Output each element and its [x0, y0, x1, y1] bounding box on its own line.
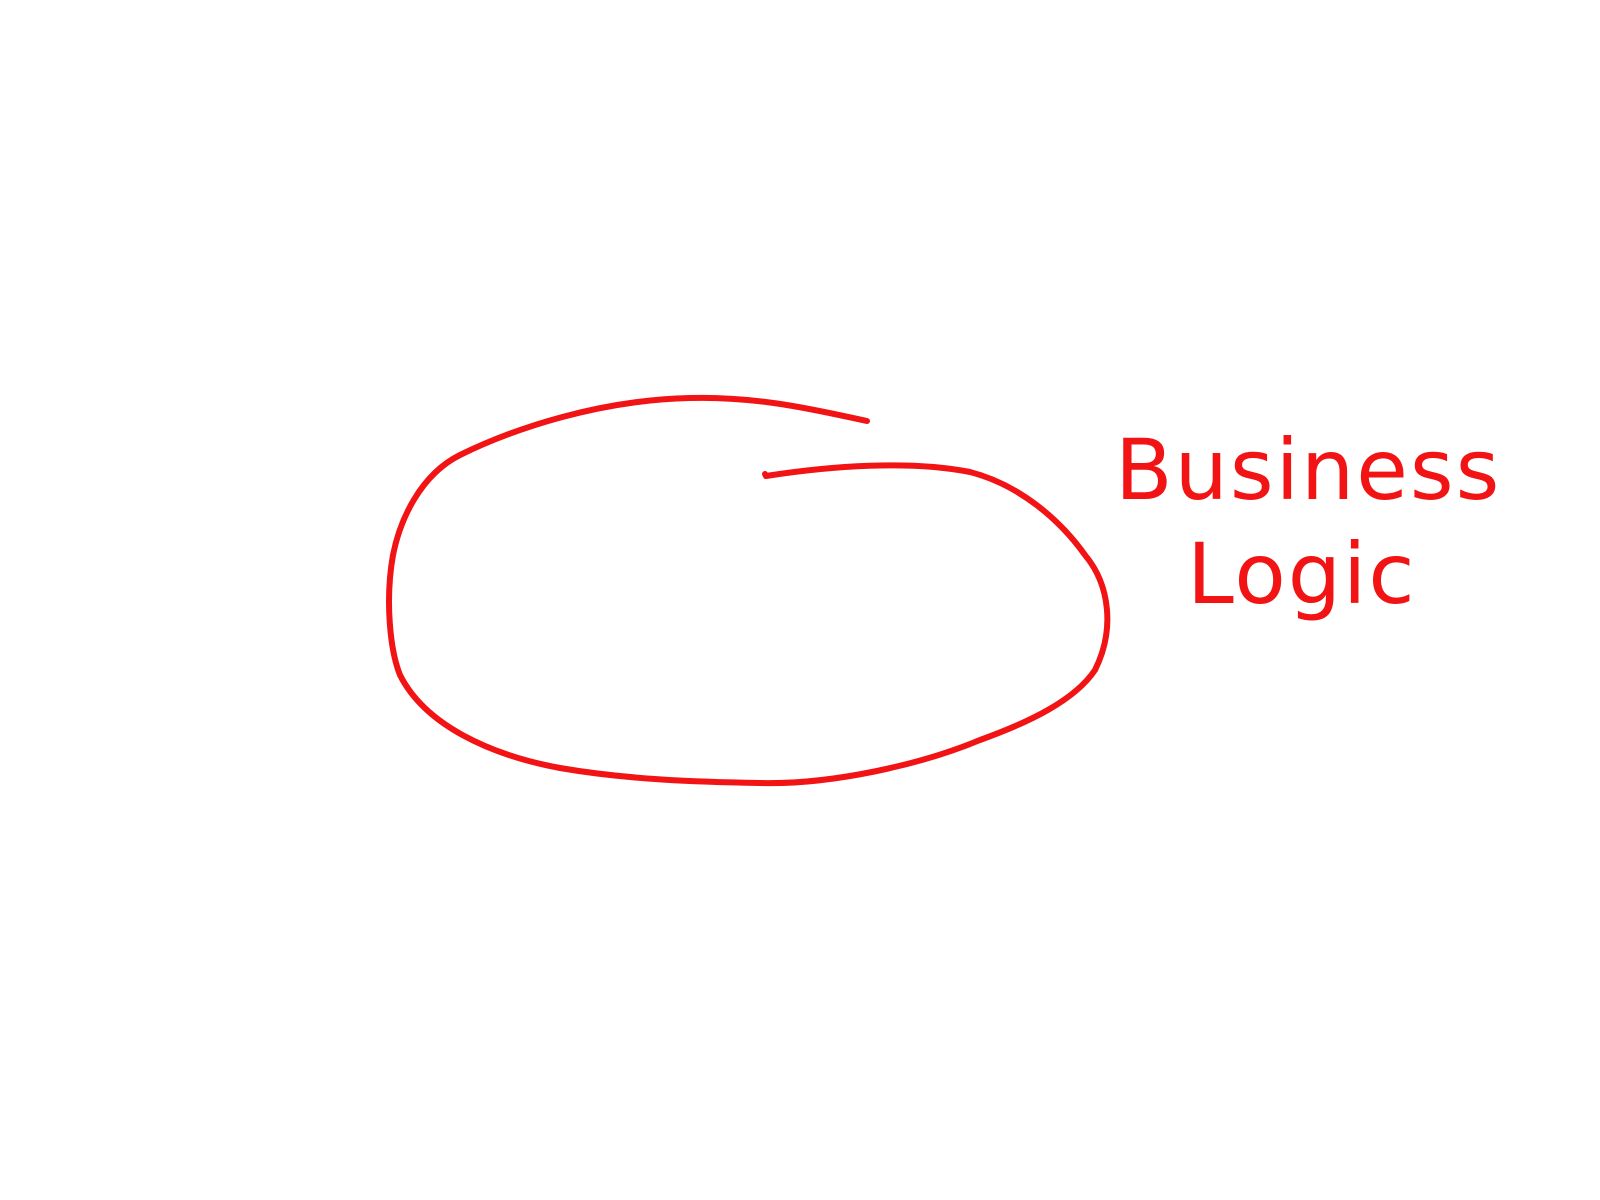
label-line-logic: Logic — [1187, 525, 1417, 623]
label-line-business: Business — [1115, 421, 1502, 519]
business-logic-label: Business Logic — [1115, 418, 1535, 626]
open-loop-stroke — [386, 394, 1111, 787]
